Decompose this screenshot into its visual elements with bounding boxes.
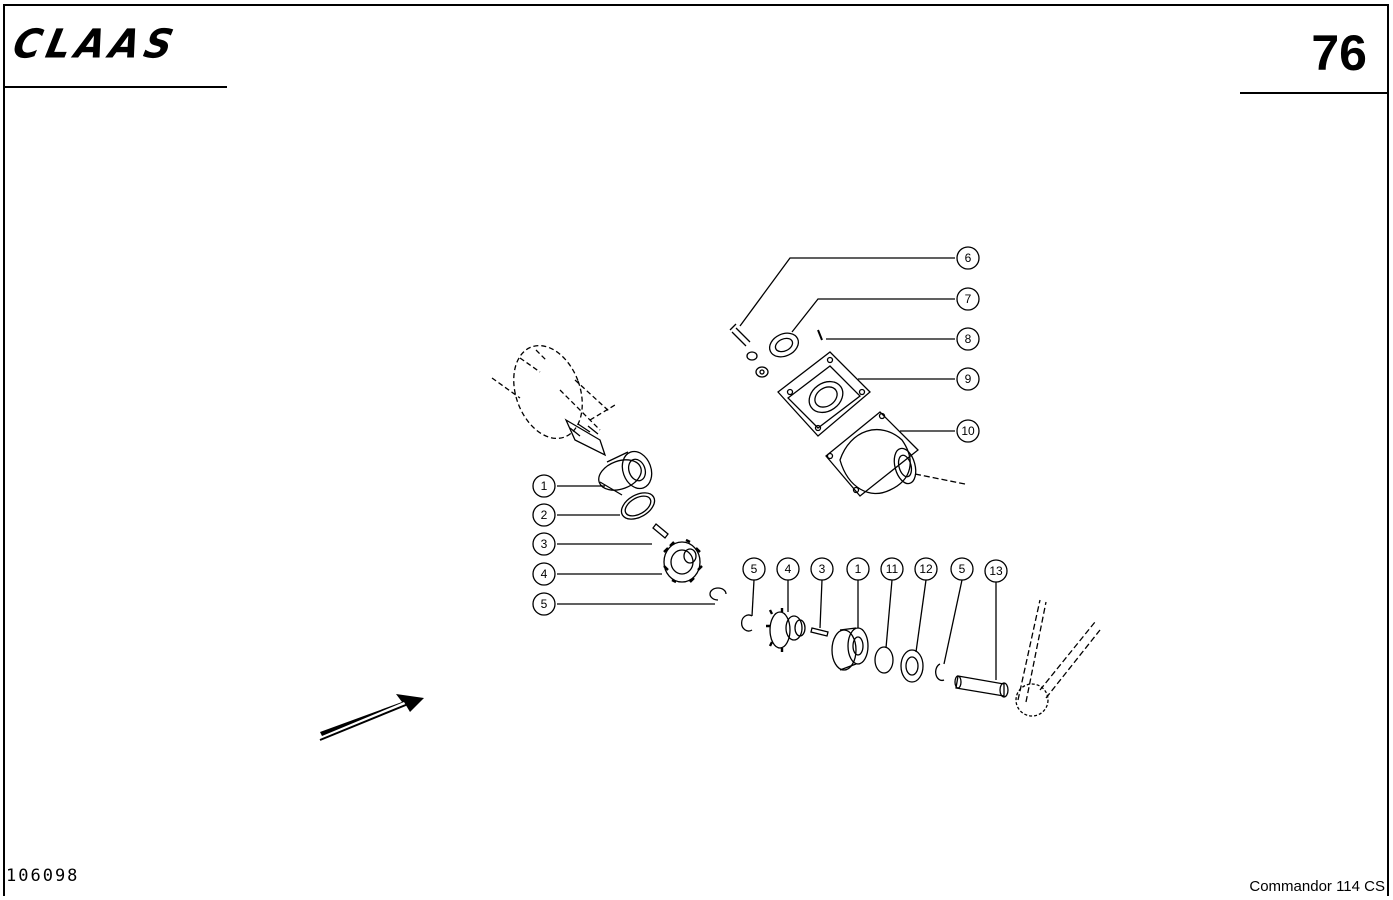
- dashed-shaft-sketch: [491, 344, 616, 440]
- callout-row-4-label: 4: [785, 562, 792, 576]
- callout-3-label: 3: [541, 537, 548, 551]
- callout-4-label: 4: [541, 567, 548, 581]
- callout-row-12-label: 12: [919, 562, 933, 576]
- callout-row-4: [776, 557, 800, 581]
- callout-1-label: 1: [541, 479, 548, 493]
- brand-underline: [3, 86, 227, 88]
- callout-8: [956, 327, 980, 351]
- circlip-upper: [709, 587, 727, 601]
- callout-6: [956, 246, 980, 270]
- callout-row-11: [880, 557, 904, 581]
- bolt-6: [729, 323, 769, 378]
- callout-3: [532, 532, 556, 556]
- callout-row-13-label: 13: [989, 564, 1003, 578]
- shaft-end: [564, 418, 607, 457]
- callout-10-label: 10: [961, 424, 975, 438]
- bearing-12: [900, 649, 924, 683]
- circlip-lower-b: [935, 663, 945, 682]
- callout-row-5a-label: 5: [751, 562, 758, 576]
- callout-2-label: 2: [541, 508, 548, 522]
- callout-10: [956, 419, 980, 443]
- direction-arrow-icon: [320, 694, 424, 736]
- callout-row-5b: [950, 557, 974, 581]
- pin-8: [817, 329, 823, 341]
- key-lower: [810, 627, 829, 637]
- callout-row-1-label: 1: [855, 562, 862, 576]
- callout-row-5a: [742, 557, 766, 581]
- callout-4: [532, 562, 556, 586]
- callout-8-label: 8: [965, 332, 972, 346]
- snap-ring-11: [874, 646, 894, 674]
- page-number: 76: [1311, 25, 1367, 81]
- shaft-13: [954, 675, 1009, 698]
- callout-row-13: [984, 559, 1008, 583]
- leader-lines-left: [557, 485, 715, 605]
- callout-9-label: 9: [965, 372, 972, 386]
- callout-6-label: 6: [965, 251, 972, 265]
- page-number-underline: [1240, 92, 1388, 94]
- model-name: Commandor 114 CS: [1249, 878, 1385, 895]
- bearing-plate-9: [777, 351, 871, 437]
- bearing-lower: [831, 627, 869, 671]
- callout-row-11-label: 11: [886, 562, 899, 576]
- page-frame: [3, 4, 1389, 896]
- drawing-number: 106098: [6, 866, 80, 886]
- callout-9: [956, 367, 980, 391]
- bevel-gear-upper: [663, 538, 703, 584]
- callout-row-3-label: 3: [819, 562, 826, 576]
- chain-sprocket: [1015, 599, 1101, 717]
- seal-7: [768, 332, 800, 358]
- callout-5-label: 5: [541, 597, 548, 611]
- callout-row-3: [810, 557, 834, 581]
- bearing-upper: [598, 450, 653, 496]
- bevel-gear-lower: [766, 608, 806, 652]
- callout-7-label: 7: [965, 292, 972, 306]
- housing-10: [825, 411, 966, 497]
- callout-7: [956, 287, 980, 311]
- callout-5: [532, 592, 556, 616]
- callout-2: [532, 503, 556, 527]
- callout-1: [532, 474, 556, 498]
- circlip-lower-a: [741, 614, 753, 632]
- callout-row-1: [846, 557, 870, 581]
- callout-row-12: [914, 557, 938, 581]
- key-upper: [652, 523, 669, 539]
- snap-ring-upper: [620, 492, 656, 520]
- callout-row-5b-label: 5: [959, 562, 966, 576]
- leader-lines-right-upper: [739, 257, 955, 432]
- leader-lines-lower: [751, 579, 997, 680]
